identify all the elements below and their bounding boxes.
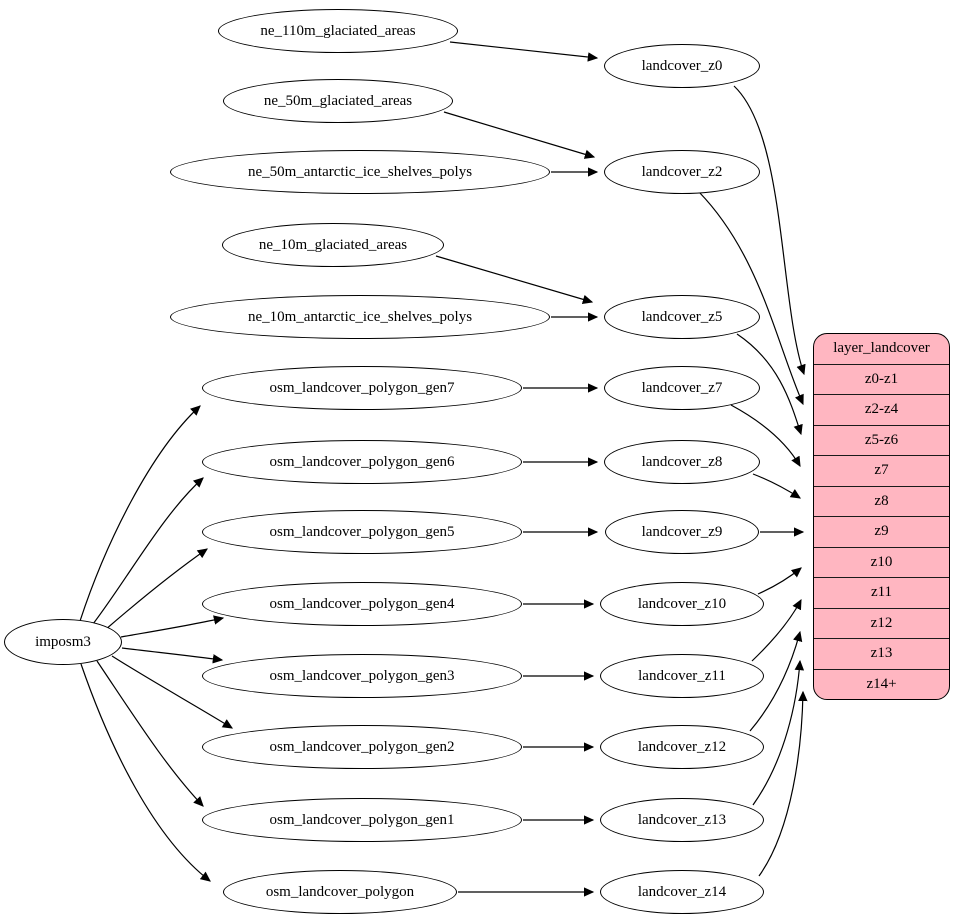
edge-landcover_z11-to-row-z11 <box>751 598 802 662</box>
node-ne_10m_antarctic_ice_shelves_polys: ne_10m_antarctic_ice_shelves_polys <box>170 295 550 339</box>
node-label: landcover_z5 <box>641 308 723 325</box>
table-row-z11: z11 <box>814 577 949 608</box>
node-label: imposm3 <box>35 633 91 650</box>
table-row-z12: z12 <box>814 607 949 639</box>
node-label: landcover_z12 <box>637 738 727 755</box>
node-label: landcover_z7 <box>641 379 723 396</box>
node-label: landcover_z2 <box>641 163 723 180</box>
table-row-z10: z10 <box>814 546 949 578</box>
edge-imposm3-to-osm_landcover_polygon_gen4 <box>120 615 225 638</box>
node-landcover_z5: landcover_z5 <box>604 295 760 339</box>
node-osm_landcover_polygon_gen1: osm_landcover_polygon_gen1 <box>202 798 522 842</box>
edge-imposm3-to-osm_landcover_polygon_gen1 <box>96 660 204 807</box>
node-label: ne_10m_glaciated_areas <box>258 236 408 253</box>
node-label: osm_landcover_polygon_gen2 <box>269 738 455 755</box>
node-label: landcover_z13 <box>637 811 727 828</box>
node-ne_110m_glaciated_areas: ne_110m_glaciated_areas <box>218 9 458 53</box>
node-label: osm_landcover_polygon_gen5 <box>269 523 455 540</box>
node-label: osm_landcover_polygon_gen6 <box>269 453 455 470</box>
node-label: ne_50m_antarctic_ice_shelves_polys <box>247 163 473 180</box>
node-osm_landcover_polygon: osm_landcover_polygon <box>223 870 457 914</box>
edge-imposm3-to-osm_landcover_polygon <box>80 663 211 882</box>
edge-landcover_z5-to-row-z5-z6 <box>736 333 803 436</box>
node-ne_50m_antarctic_ice_shelves_polys: ne_50m_antarctic_ice_shelves_polys <box>170 150 550 194</box>
table-row-z2-z4: z2-z4 <box>814 394 949 425</box>
table-row-z7: z7 <box>814 455 949 486</box>
table-row-z9: z9 <box>814 516 949 547</box>
node-label: osm_landcover_polygon <box>265 883 415 900</box>
node-landcover_z12: landcover_z12 <box>600 725 764 769</box>
node-label: osm_landcover_polygon_gen1 <box>269 811 455 828</box>
edge-ne_110m_glaciated_areas-to-landcover_z0 <box>449 41 599 62</box>
table-row-z0-z1: z0-z1 <box>814 363 949 395</box>
edge-landcover_z0-to-row-z0-z1 <box>733 85 806 376</box>
table-row-z8: z8 <box>814 485 949 517</box>
node-label: landcover_z14 <box>637 883 727 900</box>
node-imposm3: imposm3 <box>4 619 122 665</box>
node-landcover_z13: landcover_z13 <box>600 798 764 842</box>
node-landcover_z10: landcover_z10 <box>600 582 764 626</box>
node-landcover_z2: landcover_z2 <box>604 150 760 194</box>
node-ne_50m_glaciated_areas: ne_50m_glaciated_areas <box>223 79 453 123</box>
node-label: osm_landcover_polygon_gen3 <box>269 667 455 684</box>
edge-landcover_z12-to-row-z12 <box>749 630 803 732</box>
node-label: landcover_z10 <box>637 595 727 612</box>
node-label: ne_10m_antarctic_ice_shelves_polys <box>247 308 473 325</box>
edge-landcover_z7-to-row-z7 <box>730 404 801 468</box>
node-label: ne_110m_glaciated_areas <box>260 22 416 39</box>
edge-landcover_z13-to-row-z13 <box>752 659 805 806</box>
table-header: layer_landcover <box>833 340 930 357</box>
edge-landcover_z2-to-row-z2-z4 <box>698 191 804 406</box>
node-label: landcover_z9 <box>641 523 723 540</box>
edge-ne_50m_glaciated_areas-to-landcover_z2 <box>443 111 596 159</box>
edge-landcover_z8-to-row-z8 <box>752 473 802 499</box>
node-osm_landcover_polygon_gen6: osm_landcover_polygon_gen6 <box>202 440 522 484</box>
node-label: landcover_z8 <box>641 453 723 470</box>
table-row-z5-z6: z5-z6 <box>814 424 949 456</box>
edge-imposm3-to-osm_landcover_polygon_gen5 <box>104 548 208 631</box>
node-landcover_z0: landcover_z0 <box>604 44 760 88</box>
node-label: osm_landcover_polygon_gen4 <box>269 595 455 612</box>
edge-imposm3-to-osm_landcover_polygon_gen3 <box>121 647 224 664</box>
edge-imposm3-to-osm_landcover_polygon_gen7 <box>79 405 201 622</box>
node-landcover_z11: landcover_z11 <box>600 654 764 698</box>
node-osm_landcover_polygon_gen7: osm_landcover_polygon_gen7 <box>202 366 522 410</box>
node-osm_landcover_polygon_gen4: osm_landcover_polygon_gen4 <box>202 582 522 626</box>
node-osm_landcover_polygon_gen3: osm_landcover_polygon_gen3 <box>202 654 522 698</box>
node-osm_landcover_polygon_gen5: osm_landcover_polygon_gen5 <box>202 510 522 554</box>
edge-ne_10m_glaciated_areas-to-landcover_z5 <box>435 255 594 304</box>
node-label: landcover_z0 <box>641 57 723 74</box>
edge-imposm3-to-osm_landcover_polygon_gen2 <box>111 655 234 729</box>
node-label: ne_50m_glaciated_areas <box>263 92 413 109</box>
edge-landcover_z14-to-row-z14+ <box>758 690 808 877</box>
table-row-z13: z13 <box>814 638 949 669</box>
node-label: osm_landcover_polygon_gen7 <box>269 379 455 396</box>
node-landcover_z9: landcover_z9 <box>605 510 759 554</box>
edge-imposm3-to-osm_landcover_polygon_gen6 <box>92 477 204 625</box>
node-landcover_z8: landcover_z8 <box>604 440 760 484</box>
node-ne_10m_glaciated_areas: ne_10m_glaciated_areas <box>222 223 444 267</box>
node-landcover_z14: landcover_z14 <box>600 870 764 914</box>
edge-landcover_z10-to-row-z10 <box>757 567 802 595</box>
node-landcover_z7: landcover_z7 <box>604 366 760 410</box>
node-osm_landcover_polygon_gen2: osm_landcover_polygon_gen2 <box>202 725 522 769</box>
table-row-z14+: z14+ <box>814 668 949 700</box>
node-label: landcover_z11 <box>638 667 726 684</box>
